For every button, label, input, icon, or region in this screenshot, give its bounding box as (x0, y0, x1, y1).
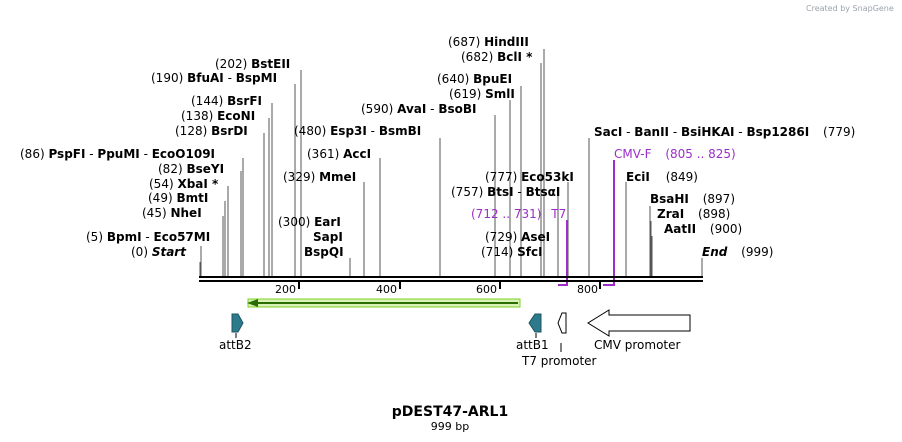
site-label: (619) SmlI (449, 87, 515, 101)
site-label: (0) Start (131, 245, 187, 259)
primers: (712 .. 731) T7 CMV-F (805 .. 825) (471, 147, 736, 286)
site-label: (590) AvaI - BsoBI (361, 102, 476, 116)
primer-label: CMV-F (805 .. 825) (614, 147, 736, 161)
orf-arrow (247, 298, 521, 308)
site-label: (729) AseI (485, 230, 550, 244)
site-label: (190) BfuAI - BspMI (151, 71, 277, 85)
site-label: (128) BsrDI (175, 124, 248, 138)
site-label: (361) AccI (307, 147, 371, 161)
cmv-promoter-arrow (587, 309, 691, 337)
site-label: (682) BclI * (461, 50, 533, 64)
site-label: (45) NheI (142, 206, 202, 220)
site-label: (687) HindIII (448, 35, 529, 49)
primer-cmv-f-arrow (603, 160, 615, 286)
credit-text: Created by SnapGene (806, 4, 894, 13)
map-title: pDEST47-ARL1 (392, 404, 508, 420)
site-label: (5) BpmI - Eco57MI (86, 230, 210, 244)
dna-backbone (199, 276, 703, 282)
scale-tick-label: 400 (376, 283, 397, 296)
site-label: End (999) (702, 245, 773, 259)
site-label: EciI (849) (626, 170, 698, 184)
feature-label: T7 promoter (521, 354, 597, 368)
primer-label: (712 .. 731) T7 (471, 207, 566, 221)
site-label: (329) MmeI (283, 170, 356, 184)
scale-tick-label: 200 (275, 283, 296, 296)
scale-tick-label: 600 (476, 283, 497, 296)
t7-promoter-arrow (557, 312, 567, 334)
features: attB2 attB1 T7 promoter CMV promoter (219, 309, 691, 368)
feature-label: attB2 (219, 338, 252, 352)
site-label: (202) BstEII (215, 57, 290, 71)
site-label: BsaHI (897) (650, 192, 735, 206)
scale-bar: 200 400 600 800 (275, 282, 601, 296)
site-label: AatII (900) (664, 222, 742, 236)
map-subtitle: 999 bp (431, 420, 469, 433)
site-label: (54) XbaI * (149, 177, 219, 191)
scale-tick-label: 800 (577, 283, 598, 296)
site-label: SapI (313, 230, 343, 244)
attb1-arrow (528, 313, 542, 333)
site-label: (777) Eco53kI (485, 170, 574, 184)
feature-label: CMV promoter (594, 338, 681, 352)
site-label: (144) BsrFI (191, 94, 262, 108)
site-label: (480) Esp3I - BsmBI (294, 124, 421, 138)
primer-t7-arrow (558, 220, 568, 286)
restriction-sites: (0) Start (5) BpmI - Eco57MI (45) NheI (… (20, 35, 855, 259)
site-label: BspQI (304, 245, 344, 259)
site-label: ZraI (898) (657, 207, 730, 221)
site-label: (138) EcoNI (181, 109, 255, 123)
site-label: (714) SfcI (481, 245, 543, 259)
site-label: (86) PspFI - PpuMI - EcoO109I (20, 147, 215, 161)
site-label: (300) EarI (278, 215, 341, 229)
site-label: (640) BpuEI (437, 72, 512, 86)
site-label: SacI - BanII - BsiHKAI - Bsp1286I (779) (594, 125, 855, 139)
feature-label: attB1 (516, 338, 549, 352)
site-label: (82) BseYI (158, 162, 224, 176)
site-label: (49) BmtI (148, 191, 208, 205)
attb2-arrow (231, 313, 244, 333)
site-label: (757) BtsI - BtsαI (451, 185, 560, 199)
